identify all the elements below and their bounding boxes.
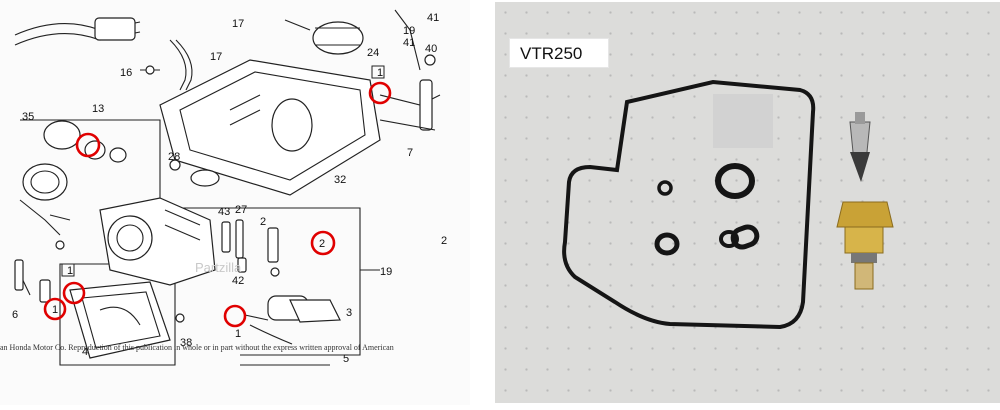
dot-grid-background [495, 2, 1000, 403]
callout: 41 [403, 37, 415, 49]
callout: 19 [380, 266, 392, 278]
needle-seat-brass [836, 201, 894, 228]
callout: 6 [12, 309, 18, 321]
callout: 27 [235, 204, 247, 216]
large-o-ring [715, 163, 755, 199]
callout: 40 [425, 43, 437, 55]
highlight-circle [223, 304, 247, 328]
callout: 43 [218, 206, 230, 218]
seat-filter [854, 262, 874, 290]
callout: 13 [92, 103, 104, 115]
highlight-circle [75, 132, 101, 158]
oval-seal [730, 224, 760, 250]
needle-seat-body [844, 226, 884, 254]
needle-tip [850, 152, 870, 182]
marked-number: 1 [52, 304, 58, 316]
kit-photo: VTR250 [495, 2, 1000, 403]
callout: 1 [67, 265, 73, 277]
marked-number: 2 [319, 238, 325, 250]
callout: 32 [334, 174, 346, 186]
callout: 38 [180, 337, 192, 349]
callout: 1 [377, 67, 383, 79]
callout: 4 [82, 346, 88, 358]
small-o-ring [657, 180, 673, 196]
callout: 17 [232, 18, 244, 30]
needle-clip [855, 112, 865, 124]
callout: 41 [427, 12, 439, 24]
highlight-circle [62, 281, 86, 305]
copyright-line: an Honda Motor Co. Reproduction of this … [0, 343, 394, 352]
kit-parts [562, 79, 894, 330]
model-label: VTR250 [509, 38, 609, 68]
redacted-area [713, 94, 773, 148]
callout: 5 [343, 353, 349, 365]
highlight-circle [368, 81, 392, 105]
callout: 17 [210, 51, 222, 63]
medium-o-ring [654, 232, 680, 256]
callout: 2 [441, 235, 447, 247]
callout: 42 [232, 275, 244, 287]
callout: 24 [367, 47, 379, 59]
callout: 3 [346, 307, 352, 319]
small-o-ring [719, 230, 739, 248]
seat-o-ring [851, 253, 877, 263]
highlight-circle [310, 230, 336, 256]
float-bowl-gasket [562, 79, 816, 330]
callout: 19 [403, 25, 415, 37]
callout: 35 [22, 111, 34, 123]
callout: 28 [168, 151, 180, 163]
parts-diagram: 17 16 17 24 41 19 41 40 13 35 1 7 32 28 … [0, 0, 470, 405]
callout: 2 [260, 216, 266, 228]
callout: 1 [235, 328, 241, 340]
watermark: Partzilla [195, 260, 242, 275]
callout: 16 [120, 67, 132, 79]
callout: 7 [407, 147, 413, 159]
exploded-view-drawing: 17 16 17 24 41 19 41 40 13 35 1 7 32 28 … [0, 9, 447, 366]
highlight-circle [43, 297, 67, 321]
